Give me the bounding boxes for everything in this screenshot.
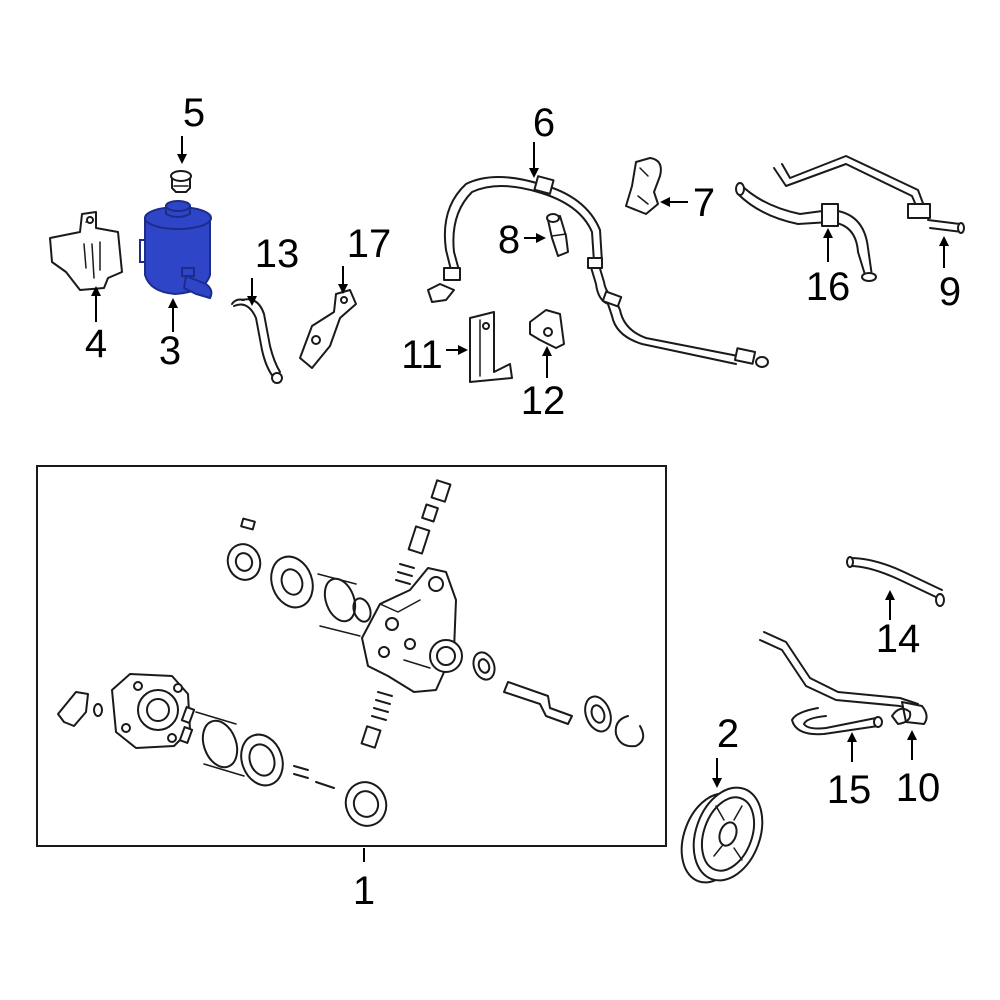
reservoir-bracket-edge <box>139 239 145 263</box>
callout-10: 10 <box>896 766 941 810</box>
callout-11: 11 <box>401 333 443 377</box>
pressure-switch-part-8[interactable] <box>546 213 569 257</box>
lower-seal-parts <box>178 706 388 827</box>
clamp-part-7[interactable] <box>625 157 662 215</box>
reservoir-outlet <box>182 274 213 300</box>
callout-5: 5 <box>183 91 205 135</box>
callout-13: 13 <box>255 232 300 276</box>
pipe-part-10[interactable] <box>759 631 928 725</box>
callout-6: 6 <box>533 101 555 145</box>
hose-part-13[interactable] <box>231 298 283 384</box>
shaft-parts <box>472 651 645 748</box>
return-pipe-part-9[interactable] <box>773 155 965 234</box>
callout-9: 9 <box>939 270 961 314</box>
callout-7: 7 <box>693 181 715 225</box>
callout-16: 16 <box>806 265 851 309</box>
pump-assembly-part-1[interactable] <box>36 465 667 847</box>
callout-3: 3 <box>159 329 181 373</box>
leader-arrows <box>91 136 949 862</box>
callout-12: 12 <box>521 379 566 423</box>
assembly-frame <box>36 465 667 847</box>
callout-4: 4 <box>85 322 107 366</box>
pressure-hose-part-6[interactable] <box>427 175 769 368</box>
callout-2: 2 <box>717 712 739 756</box>
reservoir-part-3[interactable] <box>139 200 213 300</box>
hose-part-14[interactable] <box>846 556 945 607</box>
callout-1: 1 <box>353 869 375 913</box>
flow-valve-parts <box>240 479 452 585</box>
bracket-part-17[interactable] <box>299 289 357 369</box>
pump-cover <box>111 673 191 749</box>
return-hose-part-16[interactable] <box>735 182 877 282</box>
callout-17: 17 <box>347 222 392 266</box>
reservoir-cap-top <box>165 200 191 212</box>
callout-labels: 1 2 3 4 5 6 7 8 9 10 11 12 13 14 15 16 1… <box>85 91 961 913</box>
cap-part-5[interactable] <box>170 170 192 193</box>
lower-valve-parts <box>360 691 393 749</box>
bracket-part-12[interactable] <box>529 309 565 349</box>
pump-body <box>361 567 463 693</box>
bracket-part-11[interactable] <box>469 311 513 383</box>
callout-15: 15 <box>827 768 872 812</box>
hose-part-15[interactable] <box>791 707 912 736</box>
bracket-part-4[interactable] <box>49 211 123 291</box>
reservoir-side-nozzle <box>181 267 195 277</box>
pulley-part-2[interactable] <box>670 778 774 892</box>
upper-seal-parts <box>226 543 372 637</box>
callout-14: 14 <box>876 617 921 661</box>
sensor-parts <box>57 691 103 727</box>
callout-8: 8 <box>498 218 520 262</box>
